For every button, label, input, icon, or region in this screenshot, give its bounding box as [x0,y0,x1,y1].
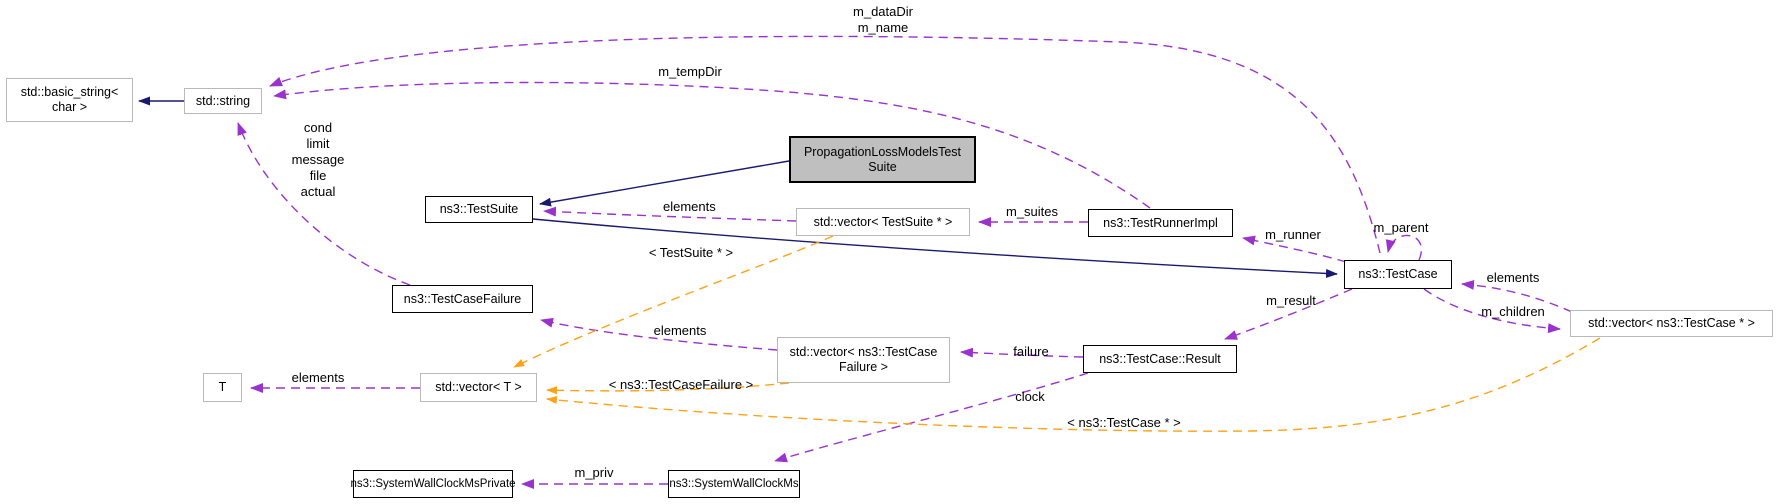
edge-usage-testcase-vectortestcase-mchildren [1423,288,1561,334]
edge-usage-testcase-testrunner-mrunner [1242,235,1347,263]
node-label: std::vector< TestSuite * > [813,214,953,229]
edge-label-elements-testcase: elements [1486,270,1540,285]
node-std-vector-ns3-testcase: std::vector< ns3::TestCase * > [1570,310,1773,337]
edge-label-string-members: cond limit message file actual [283,120,353,200]
edge-label-mpriv: m_priv [574,465,614,480]
edge-usage-result-swcm-clock [774,372,1089,463]
node-ns3-testcase-result[interactable]: ns3::TestCase::Result [1083,345,1237,373]
edge-label-elements-testsuite: elements [663,199,716,214]
edge-label-mparent: m_parent [1373,220,1429,235]
edge-label-mchildren: m_children [1481,304,1545,319]
edge-usage-testcasefailure-string-members [237,122,411,286]
node-std-string: std::string [184,88,262,114]
node-label: Failure > [839,360,888,374]
edge-label-mtempdir: m_tempDir [658,64,722,79]
edge-usage-testcase-self-mparent [1385,234,1422,261]
node-ns3-testcasefailure[interactable]: ns3::TestCaseFailure [392,285,533,313]
edge-label-failure: failure [1013,344,1049,359]
node-std-vector-t: std::vector< T > [420,373,537,402]
edge-label-elements-t: elements [291,370,345,385]
node-label: Suite [868,159,897,174]
node-std-vector-testsuite: std::vector< TestSuite * > [796,208,970,236]
edge-label-mresult: m_result [1266,293,1316,308]
node-label: std::string [195,93,251,108]
node-std-basic-string: std::basic_string< char > [6,78,133,122]
edge-usage-result-vectortcf-failure [960,347,1084,358]
edge-label-line: limit [306,136,330,151]
edge-label-line: cond [303,120,333,135]
node-label: PropagationLossModelsTest [803,144,962,159]
node-t: T [203,373,242,402]
node-ns3-testsuite[interactable]: ns3::TestSuite [425,196,533,223]
node-label: ns3::TestCase [1358,267,1438,281]
edge-usage-vectortestsuite-testsuite-elements [543,206,797,222]
node-propagation-loss-models-test-suite: PropagationLossModelsTest Suite [789,136,976,183]
node-label: std::basic_string< [20,85,119,99]
node-ns3-testrunnerimpl[interactable]: ns3::TestRunnerImpl [1088,209,1233,237]
edge-label-template-testcase: < ns3::TestCase * > [1067,415,1181,430]
edge-template-vectortestcase-vectort [546,337,1601,432]
node-label: ns3::TestRunnerImpl [1103,215,1218,230]
edge-template-vectortestsuite-vectort [513,235,834,368]
edge-label-line: m_dataDir [853,4,913,19]
edge-usage-vectortcf-testcasefailure-elements [540,317,778,351]
node-label: ns3::TestSuite [439,202,519,216]
edge-label-mrunner: m_runner [1265,227,1321,242]
edge-usage-testcase-result-mresult [1224,288,1353,340]
node-label: char > [51,100,88,114]
node-label: ns3::SystemWallClockMs [669,477,799,490]
edge-label-msuites: m_suites [1005,204,1059,219]
edge-label-line: actual [300,184,336,199]
edge-inherit-propagation-testsuite [539,160,790,207]
edge-label-mdatadir-mname: m_dataDir m_name [833,4,933,36]
node-label: T [218,380,227,394]
edge-usage-testcase-string-mdatadir [269,35,1381,254]
node-label: ns3::SystemWallClockMsPrivate [350,477,516,490]
edge-label-template-tcf: < ns3::TestCaseFailure > [608,377,754,392]
node-label: std::vector< ns3::TestCase * > [1588,316,1755,330]
edge-label-line: message [291,152,345,167]
edge-inherit-testsuite-testcase [532,218,1338,278]
edge-label-clock: clock [1015,389,1045,404]
edge-label-line: file [309,168,327,183]
node-ns3-systemwallclockms[interactable]: ns3::SystemWallClockMs [668,470,800,498]
node-label: ns3::TestCase::Result [1099,351,1221,366]
edge-usage-testrunner-string-mtempdir [273,81,1151,209]
node-label: ns3::TestCaseFailure [403,291,522,306]
edge-template-vectortcf-vectort [546,382,790,395]
node-label: std::vector< ns3::TestCase [789,345,938,359]
node-ns3-testcase[interactable]: ns3::TestCase [1344,260,1452,289]
node-label: std::vector< T > [435,380,522,394]
edge-label-template-testsuite: < TestSuite * > [648,245,734,260]
node-std-vector-ns3-testcasefailure: std::vector< ns3::TestCase Failure > [777,337,950,383]
node-ns3-systemwallclockmsprivate[interactable]: ns3::SystemWallClockMsPrivate [350,470,516,498]
edge-label-line: m_name [857,20,909,35]
edge-label-elements-tcf: elements [653,323,707,338]
